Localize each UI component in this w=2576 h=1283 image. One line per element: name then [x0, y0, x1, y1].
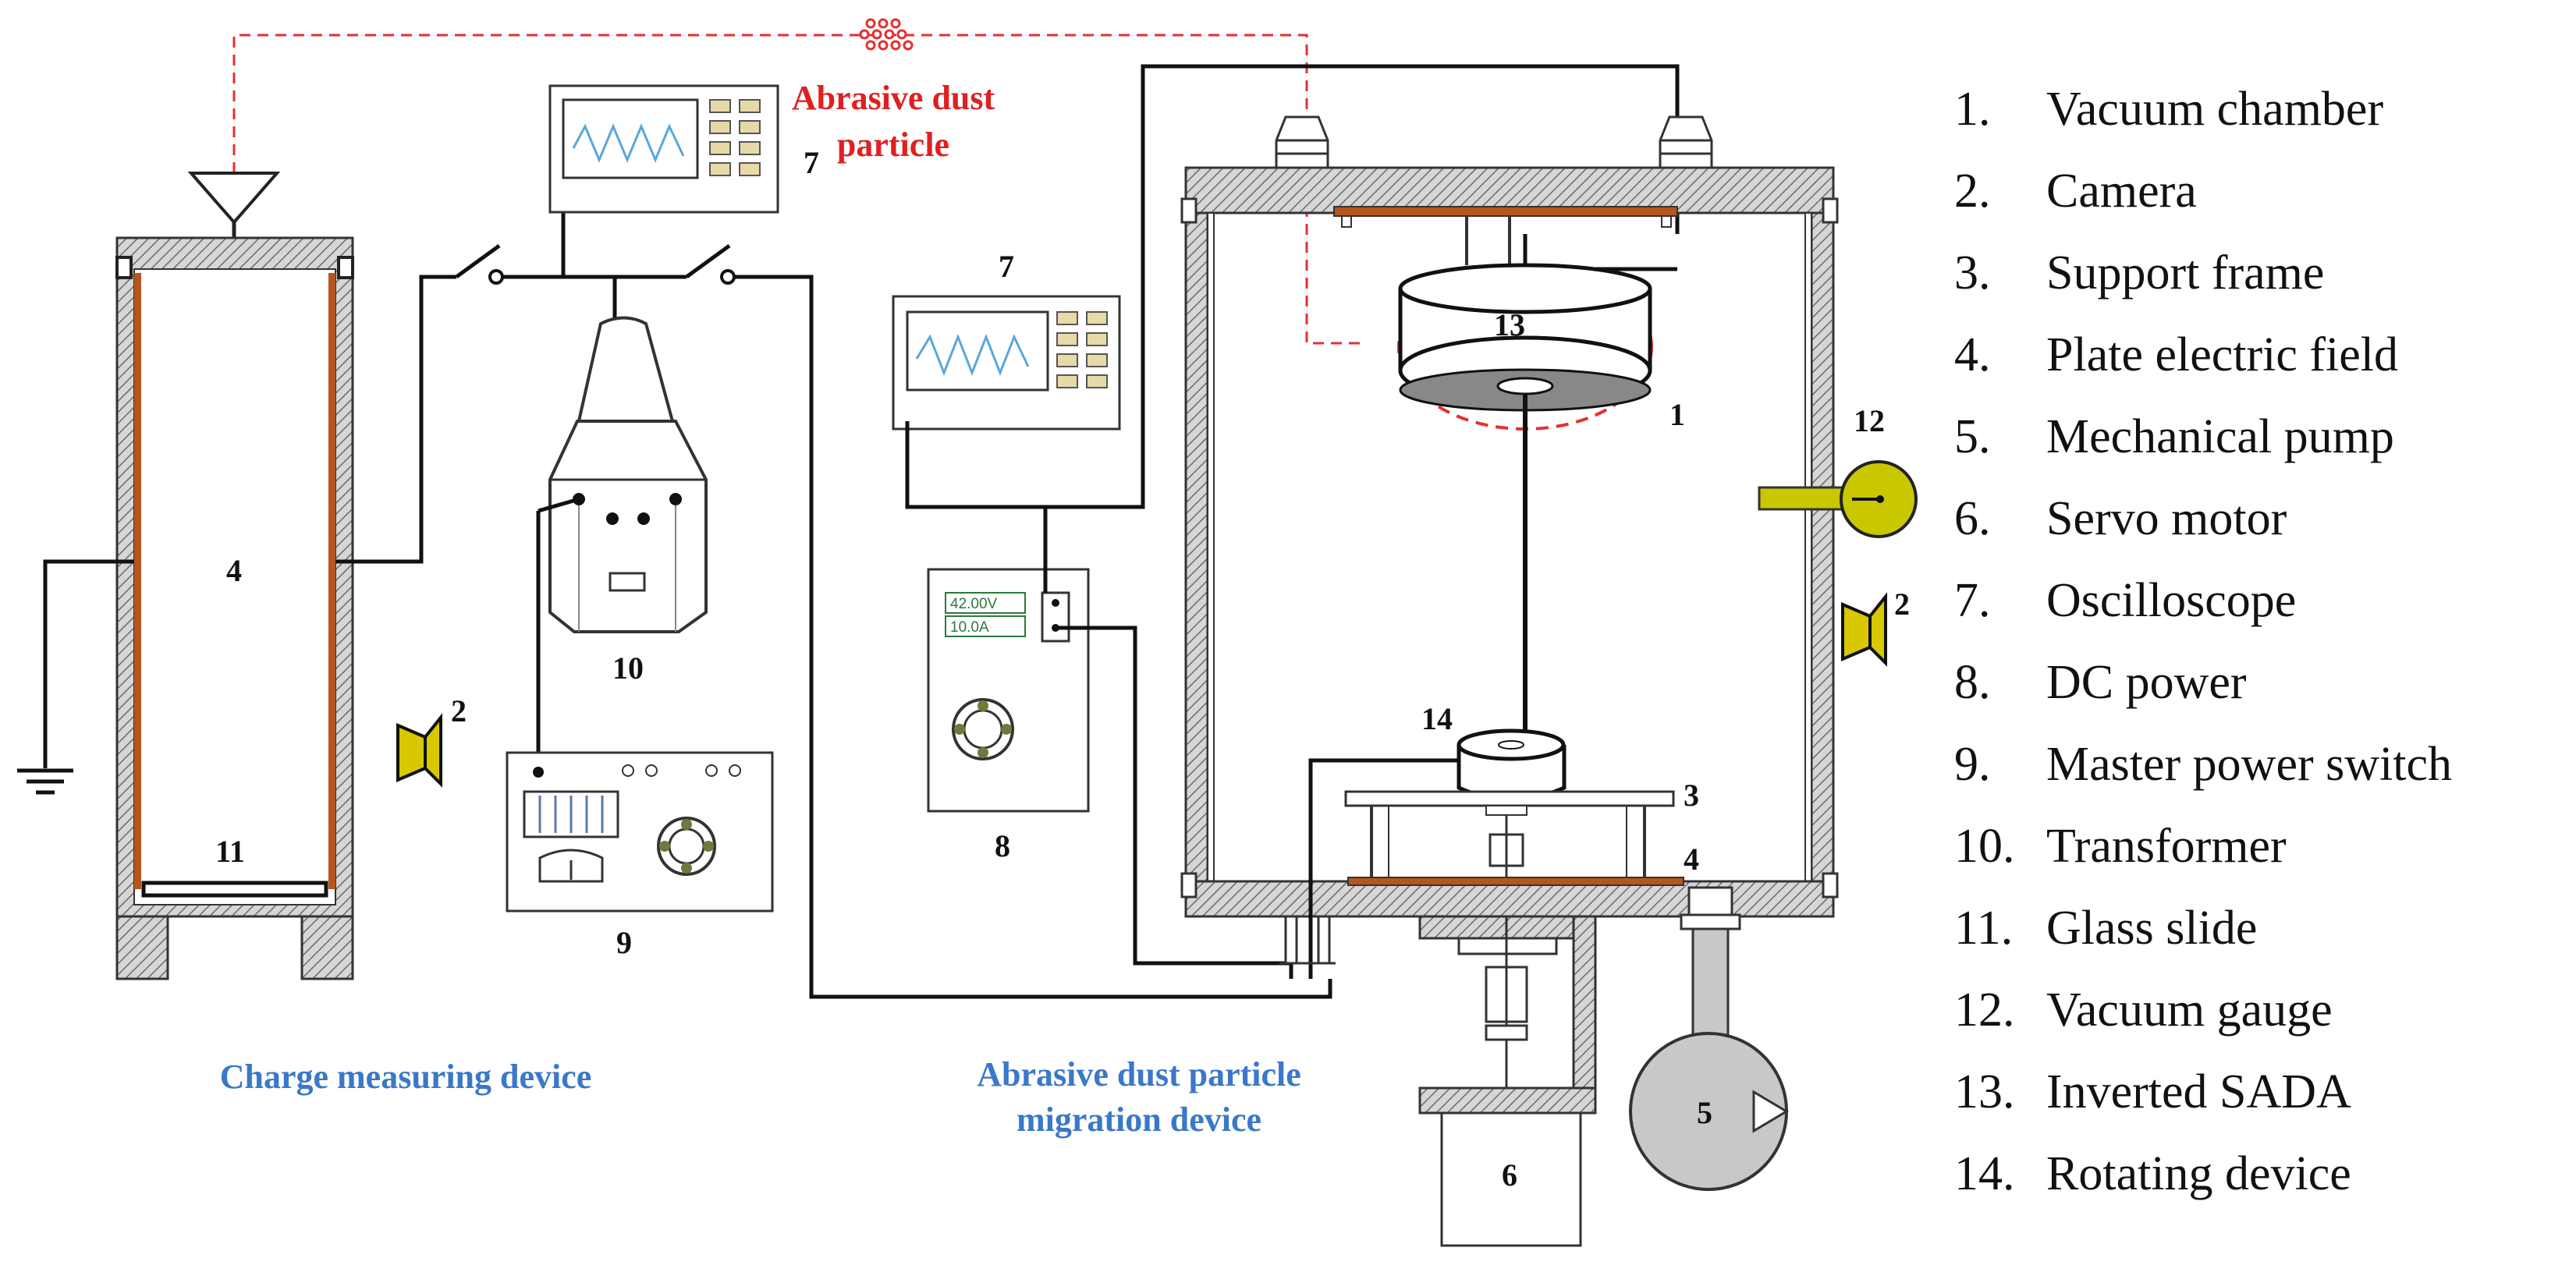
transformer	[548, 316, 708, 633]
support-frame	[1344, 790, 1675, 881]
dc-power-current-readout: 10.0A	[950, 619, 989, 636]
legend-label: Mechanical pump	[2046, 410, 2394, 463]
legend-label: Vacuum chamber	[2046, 83, 2384, 136]
label-oscilloscope-left: 7	[804, 145, 819, 180]
left-electrode-plate	[134, 273, 141, 889]
label-vacuum-gauge: 12	[1854, 403, 1885, 438]
label-dc-power: 8	[995, 828, 1010, 863]
dc-power-voltage-readout: 42.00V	[950, 596, 998, 612]
legend-item: 14. Rotating device	[1954, 1133, 2571, 1215]
label-camera-right: 2	[1894, 587, 1910, 622]
legend-label: Master power switch	[2046, 738, 2452, 791]
label-mechanical-pump: 5	[1697, 1095, 1712, 1130]
chamber-electrode-plate	[1347, 877, 1684, 886]
label-transformer: 10	[612, 650, 644, 686]
label-support-frame: 3	[1684, 778, 1699, 813]
legend-item: 2. Camera	[1954, 151, 2571, 232]
electrical-feedthroughs	[1279, 915, 1336, 965]
master-power-switch	[506, 751, 774, 913]
camera-right-icon	[1841, 592, 1887, 667]
ground-symbol	[17, 559, 134, 795]
abrasive-dust-label-line2: particle	[837, 126, 949, 164]
switch-contact-right	[720, 269, 736, 285]
legend-number: 8.	[1954, 656, 1991, 709]
legend-label: Camera	[2046, 165, 2197, 218]
rotating-device-wire	[1308, 758, 1459, 979]
label-oscilloscope-right: 7	[999, 249, 1014, 284]
legend-number: 2.	[1954, 165, 1991, 218]
legend-item: 10. Transformer	[1954, 806, 2571, 888]
charge-measuring-device-label: Charge measuring device	[220, 1058, 592, 1096]
legend-label: Rotating device	[2046, 1147, 2351, 1200]
migration-device-label-line2: migration device	[1017, 1100, 1261, 1139]
servo-housing	[1418, 915, 1597, 1115]
legend-item: 9. Master power switch	[1954, 724, 2571, 806]
migration-device-label-line1: Abrasive dust particle	[977, 1055, 1301, 1093]
legend-number: 10.	[1954, 820, 2015, 873]
legend-label: DC power	[2046, 656, 2247, 709]
legend-item: 8. DC power	[1954, 642, 2571, 724]
label-plate-electric-field-cell: 4	[226, 553, 242, 588]
label-glass-slide: 11	[215, 834, 245, 869]
component-legend: 1. Vacuum chamber 2. Camera 3. Support fram…	[1954, 69, 2571, 1215]
label-rotating-device: 14	[1421, 701, 1453, 736]
inverted-sada	[1398, 216, 1652, 412]
rotating-device	[1457, 728, 1567, 802]
legend-item: 1. Vacuum chamber	[1954, 69, 2571, 151]
legend-number: 12.	[1954, 984, 2015, 1037]
legend-item: 5. Mechanical pump	[1954, 396, 2571, 478]
switch-contact-left	[488, 269, 504, 285]
label-camera-left: 2	[451, 693, 467, 728]
legend-label: Oscilloscope	[2046, 574, 2297, 627]
camera-left-icon	[396, 713, 442, 788]
label-master-power-switch: 9	[616, 925, 632, 960]
legend-item: 6. Servo motor	[1954, 478, 2571, 560]
legend-item: 4. Plate electric field	[1954, 314, 2571, 396]
label-servo-motor: 6	[1502, 1157, 1517, 1193]
vacuum-chamber	[1180, 115, 1839, 918]
legend-number: 7.	[1954, 574, 1991, 627]
wiring-left	[335, 212, 1332, 999]
legend-label: Support frame	[2046, 246, 2325, 299]
legend-number: 6.	[1954, 492, 1991, 545]
mechanical-pump	[1629, 1032, 1789, 1191]
legend-item: 12. Vacuum gauge	[1954, 969, 2571, 1051]
abrasive-dust-label-line1: Abrasive dust	[792, 79, 995, 117]
legend-label: Plate electric field	[2046, 328, 2398, 381]
glass-slide	[141, 881, 328, 898]
label-vacuum-chamber: 1	[1669, 397, 1685, 432]
transformer-lead	[538, 497, 580, 513]
legend-item: 3. Support frame	[1954, 232, 2571, 314]
wiring-middle	[905, 64, 1680, 979]
legend-label: Servo motor	[2046, 492, 2287, 545]
legend-item: 7. Oscilloscope	[1954, 560, 2571, 642]
dust-particle-cluster	[859, 18, 914, 51]
pump-pipe	[1680, 886, 1741, 1040]
legend-item: 13. Inverted SADA	[1954, 1051, 2571, 1133]
vacuum-gauge	[1758, 460, 1918, 538]
legend-label: Inverted SADA	[2046, 1065, 2351, 1118]
label-plate-electric-field-chamber: 4	[1684, 842, 1699, 877]
legend-label: Vacuum gauge	[2046, 984, 2333, 1037]
dc-power	[927, 568, 1090, 813]
legend-label: Transformer	[2046, 820, 2287, 873]
legend-number: 14.	[1954, 1147, 2015, 1200]
oscilloscope-left	[548, 84, 779, 214]
oscilloscope-right	[892, 295, 1121, 431]
legend-number: 5.	[1954, 410, 1991, 463]
label-inverted-sada: 13	[1494, 307, 1525, 342]
legend-number: 1.	[1954, 83, 1991, 136]
legend-number: 9.	[1954, 738, 1991, 791]
legend-item: 11. Glass slide	[1954, 888, 2571, 969]
right-electrode-plate	[328, 273, 335, 889]
legend-number: 13.	[1954, 1065, 2015, 1118]
legend-number: 3.	[1954, 246, 1991, 299]
legend-number: 11.	[1954, 902, 2014, 955]
legend-number: 4.	[1954, 328, 1991, 381]
legend-label: Glass slide	[2046, 902, 2258, 955]
servo-motor	[1440, 1111, 1582, 1247]
